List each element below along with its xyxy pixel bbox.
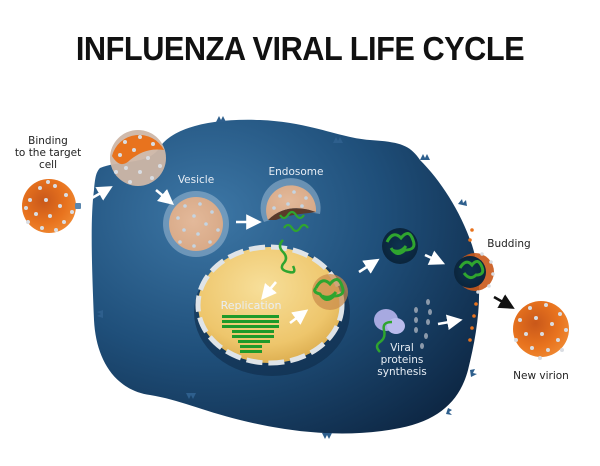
arrow-proteins-to-membrane	[437, 314, 463, 331]
label-vesicle: Vesicle	[177, 174, 215, 186]
diagram-title: INFLUENZA VIRAL LIFE CYCLE	[75, 30, 525, 67]
viral-protein-dots	[414, 299, 432, 349]
arrow-entry-to-vesicle	[155, 189, 174, 205]
arrow-rna-to-replication	[261, 281, 277, 300]
label-endosome: Endosome	[268, 166, 324, 178]
virion-spikes	[24, 180, 74, 232]
arrow-nucleus-to-cytoplasm	[358, 258, 380, 274]
arrow-binding-to-entry	[91, 186, 113, 201]
label-viral-proteins-line1: Viral	[390, 342, 414, 354]
nucleus	[194, 239, 350, 376]
arrow-rnp-to-budding	[424, 250, 446, 265]
label-viral-proteins-line3: synthesis	[377, 366, 427, 378]
virion-binding	[22, 179, 81, 233]
new-virion	[513, 301, 569, 360]
virion-entering	[110, 130, 166, 186]
label-binding: Binding to the target cell	[8, 135, 88, 171]
label-binding-line3: cell	[38, 159, 58, 171]
budding-virion	[454, 228, 495, 342]
membrane-receptors	[97, 116, 477, 439]
viral-rna	[278, 239, 296, 274]
label-viral-proteins: Viral proteins synthesis	[372, 342, 432, 378]
replication-rna-strands	[222, 315, 279, 353]
ribosome	[374, 309, 405, 353]
label-budding: Budding	[487, 238, 531, 250]
vesicle	[163, 191, 229, 257]
label-new-virion: New virion	[513, 370, 569, 382]
arrow-replication-to-rnp	[289, 309, 309, 325]
ribonucleoprotein	[382, 228, 418, 264]
label-viral-proteins-line2: proteins	[380, 354, 424, 366]
label-binding-line2: to the target	[14, 147, 82, 159]
process-arrows	[91, 186, 463, 331]
arrow-budding-to-new-virion	[493, 294, 515, 309]
label-binding-line1: Binding	[28, 135, 68, 147]
label-replication: Replication	[220, 299, 282, 312]
endosome	[260, 178, 321, 233]
